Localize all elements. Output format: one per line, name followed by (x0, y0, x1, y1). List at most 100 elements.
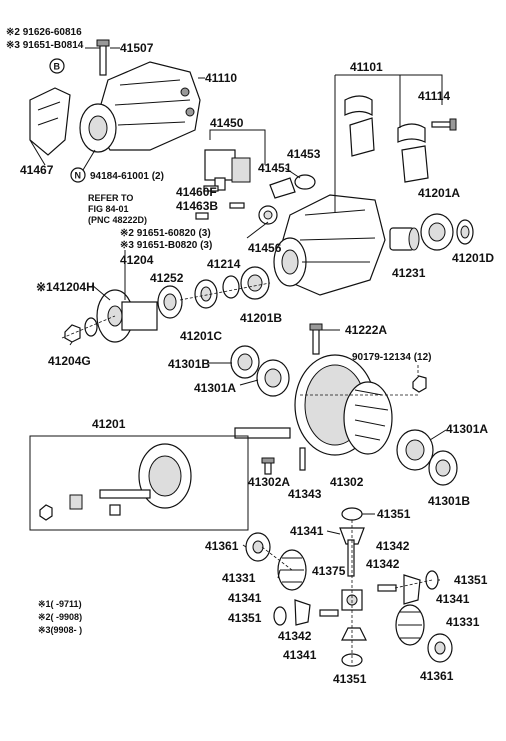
label-41342-a: 41342 (376, 539, 410, 553)
subassembly-box-41201 (29, 435, 249, 531)
bolt-41507 (96, 39, 110, 76)
thrust-washer-41351-a (341, 507, 363, 521)
pin-41342-b (377, 584, 397, 592)
assembly-lines (61, 282, 433, 665)
carrier-housing-41110 (79, 61, 201, 153)
label-41201b: 41201B (240, 311, 282, 325)
label-41361-a: 41361 (205, 539, 239, 553)
label-94184: 94184-61001 (2) (90, 171, 164, 182)
label-41351-c: 41351 (228, 611, 262, 625)
label-41201d: 41201D (452, 251, 494, 265)
seal-41201d (456, 219, 474, 245)
label-41375: 41375 (312, 564, 346, 578)
label-41301a-right: 41301A (446, 422, 488, 436)
bolt-41222a (309, 323, 323, 355)
label-41302: 41302 (330, 475, 364, 489)
label-41222a: 41222A (345, 323, 387, 337)
label-91651-b0820: ※3 91651-B0820 (3) (120, 240, 212, 251)
nut-90179 (412, 365, 427, 393)
label-41201-box: 41201 (92, 417, 126, 431)
label-41302a: 41302A (248, 475, 290, 489)
label-41204g: 41204G (48, 354, 91, 368)
label-41331-a: 41331 (222, 571, 256, 585)
bracket-41467 (29, 59, 71, 156)
pinion-41331-b (395, 604, 425, 646)
label-91651-60820: ※2 91651-60820 (3) (120, 228, 211, 239)
label-41231: 41231 (392, 266, 426, 280)
label-41201c: 41201C (180, 329, 222, 343)
label-refer-3: (PNC 48222D) (88, 215, 147, 225)
label-41101: 41101 (350, 60, 383, 74)
side-gear-41341-c (294, 599, 311, 626)
label-41331-b: 41331 (446, 615, 480, 629)
note-2: ※2( -9908) (38, 612, 82, 622)
spacer-41214 (222, 275, 240, 299)
label-41507: 41507 (120, 41, 154, 55)
carrier-case-41201 (273, 194, 386, 296)
label-41467: 41467 (20, 163, 54, 177)
bolt-41302a (261, 457, 275, 475)
label-41301a-left: 41301A (194, 381, 236, 395)
label-41110: 41110 (205, 71, 237, 85)
linkage-41451 (269, 177, 296, 199)
label-41342-b: 41342 (366, 557, 400, 571)
label-41201a-top: 41201A (418, 186, 460, 200)
label-41341-c: 41341 (436, 592, 470, 606)
thrust-washer-41361-a (245, 532, 271, 562)
label-refer-1: REFER TO (88, 193, 133, 203)
shaft-41342-a (347, 539, 355, 577)
note-3: ※3(9908- ) (38, 625, 82, 635)
bearing-41301a-right (396, 429, 434, 471)
label-41351-d: 41351 (333, 672, 367, 686)
actuator-41450 (204, 129, 266, 191)
bearing-cap-set-41101 (334, 74, 443, 212)
label-41453: 41453 (287, 147, 321, 161)
bearing-41201c (194, 279, 218, 309)
label-top-left-2: ※3 91651-B0814 (6, 40, 84, 51)
label-41204: 41204 (120, 253, 154, 267)
label-41351-a: 41351 (377, 507, 411, 521)
label-41351-b: 41351 (454, 573, 488, 587)
label-top-left-1: ※2 91626-60816 (6, 27, 82, 38)
pin-41342-c (319, 609, 339, 617)
marker-n-text: N (75, 171, 82, 181)
bearing-41301b-lower (428, 450, 458, 486)
washer-41351-c (273, 606, 287, 626)
bolt-41460f (203, 185, 219, 192)
label-41463b: 41463B (176, 199, 218, 213)
marker-b-text: B (54, 62, 61, 72)
bearing-41301a-left (256, 359, 290, 397)
washer-41204h (84, 317, 98, 337)
label-41341-b: 41341 (228, 591, 262, 605)
label-90179: 90179-12134 (12) (352, 352, 432, 363)
label-refer-2: FIG 84-01 (88, 204, 129, 214)
label-41204h: ※141204H (36, 280, 95, 294)
label-41301b-top: 41301B (168, 357, 210, 371)
label-41114: 41114 (418, 89, 450, 103)
label-41450: 41450 (210, 116, 244, 130)
bolt-41114 (431, 118, 457, 131)
bearing-41201b (240, 266, 270, 300)
oil-seal-41252 (157, 285, 183, 319)
marker-b: B (49, 58, 65, 74)
label-41343: 41343 (288, 487, 322, 501)
sensor-41453 (284, 167, 316, 190)
label-41456: 41456 (248, 241, 282, 255)
label-41301b-bot: 41301B (428, 494, 470, 508)
bearing-41201a (420, 213, 454, 251)
bolt-41463b (229, 202, 245, 209)
washer-41456 (258, 205, 278, 225)
side-gear-41341-d (341, 627, 367, 641)
bolt-small-48222d (195, 212, 209, 220)
label-41460f: 41460F (176, 185, 217, 199)
pin-41343 (299, 447, 306, 471)
label-41451: 41451 (258, 161, 292, 175)
label-41361-b: 41361 (420, 669, 454, 683)
bearing-41301b-upper (230, 345, 260, 379)
collar-41231 (389, 227, 420, 251)
label-41341-a: 41341 (290, 524, 324, 538)
thrust-washer-41361-b (427, 633, 453, 663)
differential-case-41302 (234, 354, 393, 456)
